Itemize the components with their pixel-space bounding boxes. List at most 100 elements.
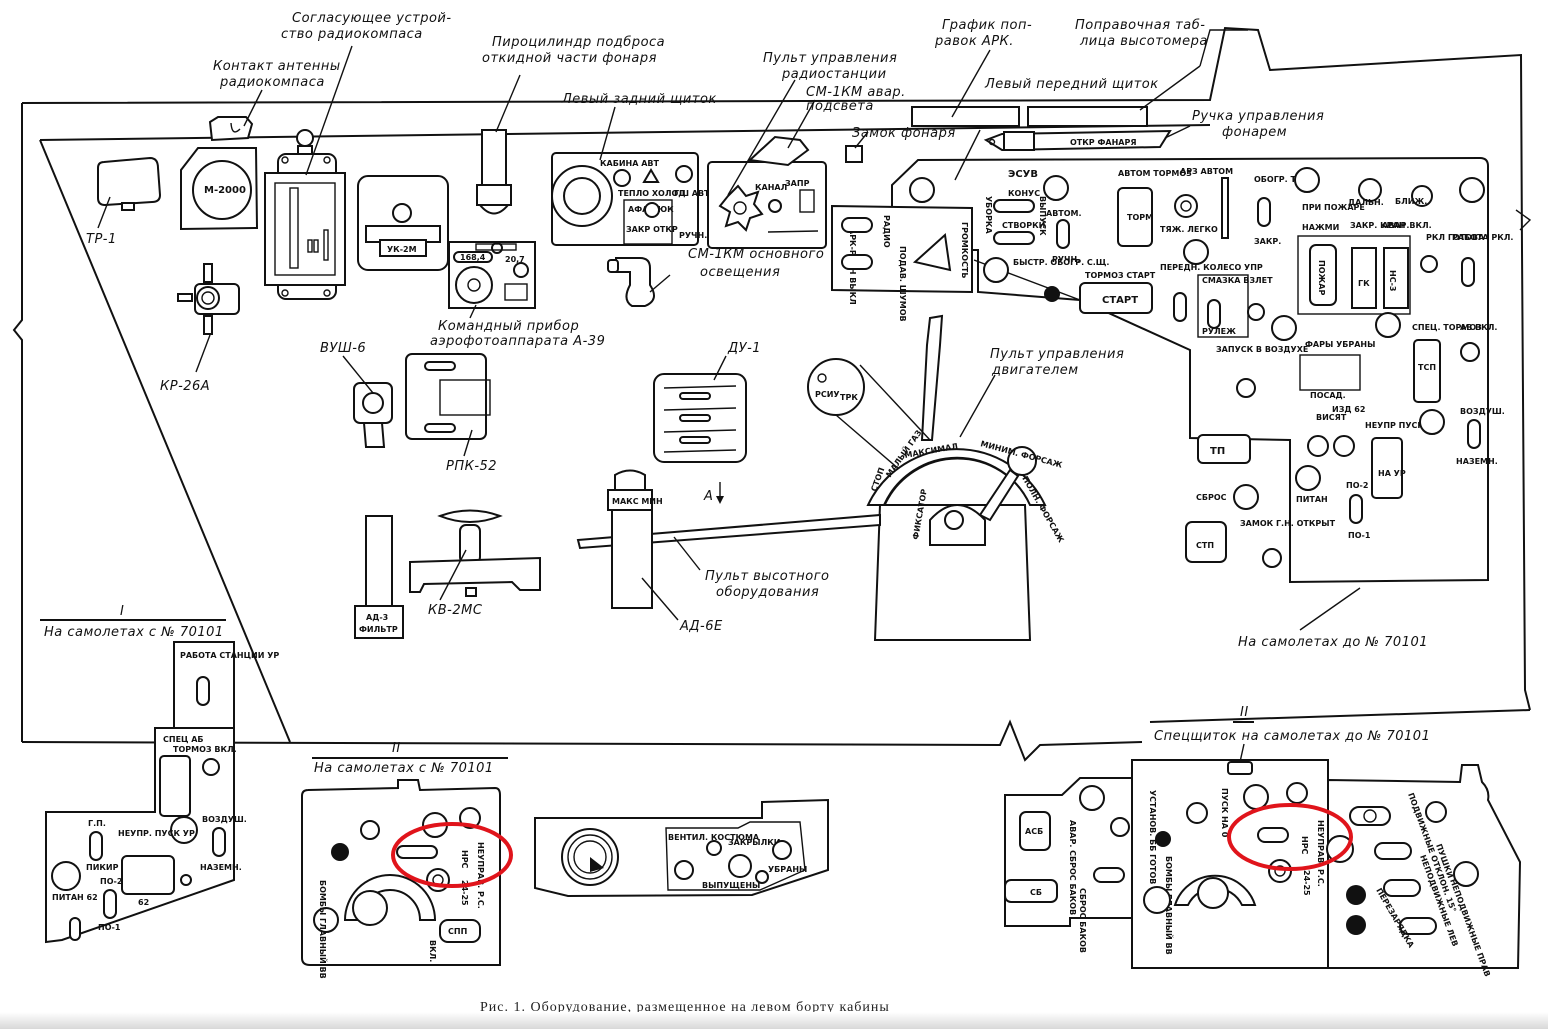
torm-label: ТОРМ bbox=[1127, 213, 1153, 222]
avtom-tormoz-label: АВТОМ ТОРМОЗ bbox=[1118, 169, 1192, 178]
left-front-panel: Левый передний щиток АРК-РСБН ВЫКЛ РАДИО… bbox=[831, 77, 1513, 650]
gk-label: ГК bbox=[1358, 279, 1370, 288]
rpk52-label: РПК-52 bbox=[446, 459, 497, 474]
zapusk-label: ЗАПУСК В ВОЗДУХЕ bbox=[1216, 345, 1308, 354]
ruchn2-label: РУЧН. bbox=[1052, 255, 1080, 264]
arz-avtom-label: АРЗ АВТОМ bbox=[1180, 167, 1233, 176]
pri-pozhare-label: ПРИ ПОЖАРЕ bbox=[1302, 203, 1365, 212]
command-device-label-1: Командный прибор bbox=[438, 319, 579, 334]
ventil-label: ВЕНТИЛ. КОСТЮМА bbox=[668, 833, 760, 842]
ark-chart-plate: График поп- равок АРК. bbox=[911, 18, 1032, 127]
altimeter-table-label-2: лица высотомера bbox=[1079, 34, 1208, 49]
canopy-handle-label-2: фонарем bbox=[1222, 125, 1287, 140]
engine-control-label-1: Пульт управления bbox=[990, 347, 1124, 362]
vush6-label: ВУШ-6 bbox=[320, 341, 366, 356]
antenna-contact-label-2: радиокомпаса bbox=[219, 75, 325, 90]
tr1-label: ТР-1 bbox=[86, 232, 117, 247]
trk-label: ТРК bbox=[840, 393, 858, 402]
maks-min-label: МАКС МИН bbox=[612, 497, 663, 506]
altitude-equipment: МАКС МИН АД-6Е Пульт высотного оборудова… bbox=[576, 469, 881, 634]
left-rear-panel: КАБИНА АВТ ТЕПЛО ХОЛОД ГШ АВТ АФА ЛЮК ЗА… bbox=[551, 92, 717, 246]
filtr-label: ФИЛЬТР bbox=[359, 625, 398, 634]
pitan62-label: ПИТАН 62 bbox=[52, 893, 98, 902]
cm1km-main-label-1: СМ-1КМ основного bbox=[688, 247, 824, 262]
inset-2-left-numeral: II bbox=[392, 741, 401, 756]
vozdush-label: ВОЗДУШ. bbox=[1460, 407, 1505, 416]
bystr-obogr-label: БЫСТР. ОБОГР. С.Щ. bbox=[1013, 258, 1109, 267]
cabin-label: КАБИНА АВТ bbox=[600, 159, 659, 168]
engine-control: РСИУ ТРК МАКСИМАЛ МИНИМ. ФОРСАЖ ПОЛН. ФО… bbox=[807, 314, 1124, 641]
kanal-label: КАНАЛ bbox=[755, 183, 787, 192]
antenna-contact-label-1: Контакт антенны bbox=[213, 59, 341, 74]
ruchn-label: РУЧН. bbox=[679, 231, 707, 240]
highlight-ring-right bbox=[1227, 803, 1353, 871]
ns3-label: НС-3 bbox=[1388, 270, 1397, 291]
avtom-label: АВТОМ. bbox=[1046, 209, 1082, 218]
inset-2-left-title: На самолетах с № 70101 bbox=[314, 761, 494, 776]
matching-device-label-2: ство радиокомпаса bbox=[281, 27, 423, 42]
vush6-unit: ВУШ-6 bbox=[320, 341, 393, 448]
inset-2-left: II На самолетах с № 70101 СПП НЕУПРАВ. Р… bbox=[301, 741, 513, 979]
konus-label: КОНУС bbox=[1008, 189, 1040, 198]
avar-vkl-label: АВАР.ВКЛ. bbox=[1382, 221, 1432, 230]
poln-forsazh-label: ПОЛН. ФОРСАЖ bbox=[1020, 475, 1065, 545]
rsiu-label: РСИУ bbox=[815, 390, 840, 399]
inset2r-neuprav-label: НЕУПРАВ. Р.С. bbox=[1316, 820, 1325, 887]
stvorki-label: СТВОРКИ bbox=[1002, 221, 1045, 230]
arrow-a-label: А bbox=[703, 489, 713, 504]
rkl-label: РКЛ ГОТОВА bbox=[1426, 233, 1485, 242]
m2000-unit: М-2000 Контакт антенны радиокомпаса bbox=[180, 59, 341, 231]
daln-label: ДАЛЬН. bbox=[1348, 198, 1384, 207]
engine-control-label-2: двигателем bbox=[991, 363, 1079, 378]
posadka-label: ПОСАД. bbox=[1310, 391, 1346, 400]
left-front-panel-label: Левый передний щиток bbox=[984, 77, 1159, 92]
blizh-label: БЛИЖ. bbox=[1395, 197, 1427, 206]
tr1-unit: ТР-1 bbox=[86, 156, 162, 247]
a39-command-device: 168,4 20,7 Командный прибор аэрофотоаппа… bbox=[430, 241, 605, 349]
pitan-label: ПИТАН bbox=[1296, 495, 1328, 504]
sbros-label: СБРОС bbox=[1196, 493, 1227, 502]
kr26a-unit: КР-26А bbox=[160, 263, 240, 394]
inset-2-right: II Спецщиток на самолетах до № 70101 АСБ… bbox=[1004, 705, 1522, 978]
inset2r-nrs-label: НРС bbox=[1300, 836, 1309, 855]
inset-1: I На самолетах с № 70101 РАБОТА СТАНЦИИ … bbox=[40, 604, 279, 944]
izd62-label: ИЗД 62 bbox=[1332, 405, 1365, 414]
pikir-label: ПИКИР bbox=[86, 863, 119, 872]
nazhmi-label: НАЖМИ bbox=[1302, 223, 1339, 232]
canopy-handle: ОТКР ФАНАРЯ Ручка управления фонарем bbox=[983, 109, 1324, 152]
inset2l-neuprav-label: НЕУПРАВ. Р.С. bbox=[476, 842, 485, 909]
ad6e-label: АД-6Е bbox=[679, 619, 723, 634]
altitude-equipment-label-1: Пульт высотного bbox=[705, 569, 829, 584]
av-vkl-label: АВ ВКЛ. bbox=[1460, 323, 1497, 332]
inset2r-sbros-label: СБРОС БАКОВ bbox=[1078, 888, 1087, 953]
middle-panel: ВЕНТИЛ. КОСТЮМА ЗАКРЫЛКИ УБРАНЫ ВЫПУЩЕНЫ bbox=[534, 798, 829, 898]
rulezh-label: РУЛЕЖ bbox=[1202, 327, 1236, 336]
inset2l-nrs-label: НРС bbox=[460, 850, 469, 869]
inset-2-right-numeral: II bbox=[1240, 705, 1249, 720]
podav-shumov-label: ПОДАВ. ШУМОВ bbox=[898, 246, 907, 322]
canopy-handle-label-1: Ручка управления bbox=[1192, 109, 1324, 124]
tp-label: ТП bbox=[1210, 446, 1225, 457]
ark-chart-label-2: равок АРК. bbox=[934, 34, 1014, 49]
po2-label: ПО-2 bbox=[1346, 481, 1368, 490]
spec-ab-label: СПЕЦ АБ bbox=[163, 735, 204, 744]
scan-edge-shadow bbox=[0, 1012, 1548, 1029]
altitude-equipment-label-2: оборудования bbox=[716, 585, 819, 600]
a39-counter-right: 20,7 bbox=[505, 255, 525, 264]
left-rear-panel-label: Левый задний щиток bbox=[561, 92, 717, 107]
du1-unit: ДУ-1 bbox=[653, 341, 761, 463]
spec-tormoz-label: СПЕЦ. ТОРМОЗ bbox=[1412, 323, 1482, 332]
inset2r-avar-label: АВАР. СБРОС БАКОВ bbox=[1068, 820, 1077, 915]
m2000-label: М-2000 bbox=[204, 185, 246, 196]
zapr-label: ЗАПР bbox=[785, 179, 810, 188]
zakrylki-label: ЗАКРЫЛКИ bbox=[728, 838, 780, 847]
cm1km-main-light: СМ-1КМ основного освещения bbox=[607, 247, 824, 307]
radio-control-label-2: радиостанции bbox=[781, 67, 887, 82]
visyat-label: ВИСЯТ bbox=[1316, 413, 1347, 422]
gp-label: Г.П. bbox=[88, 819, 106, 828]
tyazh-legko-label: ТЯЖ. ЛЕГКО bbox=[1160, 225, 1218, 234]
neupr-pusk-label: НЕУПР ПУСК УР bbox=[1365, 421, 1439, 430]
obogr-ts27-label: ОБОГР. ТС-27 bbox=[1254, 175, 1316, 184]
inset2l-bombs-label: БОМБЫ ГЛАВНЫЙ ВВ bbox=[318, 880, 329, 979]
